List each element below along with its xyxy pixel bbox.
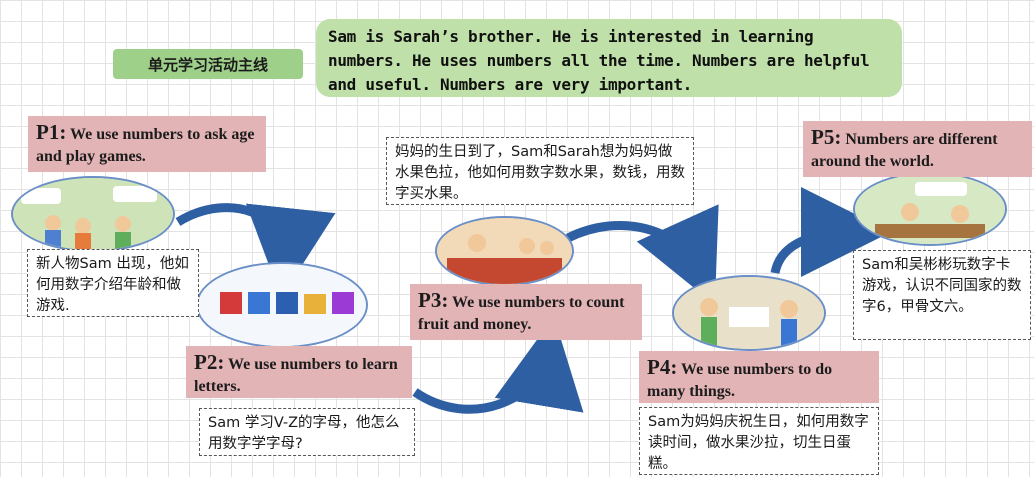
arrow-p1-p2 <box>175 203 336 298</box>
p3-illustration <box>435 216 574 286</box>
arrow-p4-p5 <box>770 187 891 278</box>
step-p3-number: P3: <box>418 288 449 312</box>
arrow-p3-p4 <box>565 204 719 305</box>
p5-illustration <box>853 172 1007 246</box>
unit-activity-label: 单元学习活动主线 <box>113 49 303 79</box>
step-p4-note: Sam为妈妈庆祝生日，如何用数字读时间，做水果沙拉，切生日蛋糕。 <box>639 407 879 475</box>
step-p3-note: 妈妈的生日到了，Sam和Sarah想为妈妈做水果色拉，他如何用数字数水果，数钱，… <box>386 137 694 205</box>
step-p3-title: P3: We use numbers to count fruit and mo… <box>410 284 642 340</box>
step-p4-number: P4: <box>647 355 678 379</box>
step-p2-number: P2: <box>194 350 225 374</box>
step-p1-title: P1: We use numbers to ask age and play g… <box>28 116 266 172</box>
step-p1-text: We use numbers to ask age and play games… <box>36 126 255 165</box>
step-p3-text: We use numbers to count fruit and money. <box>418 294 625 333</box>
step-p1-number: P1: <box>36 120 67 144</box>
step-p4-text: We use numbers to do many things. <box>647 361 833 400</box>
step-p2-title: P2: We use numbers to learn letters. <box>186 346 412 398</box>
step-p1-note: 新人物Sam 出现，他如何用数字介绍年龄和做游戏. <box>27 249 199 317</box>
p4-illustration <box>672 275 826 351</box>
step-p5-number: P5: <box>811 125 842 149</box>
step-p2-note: Sam 学习V-Z的字母，他怎么用数字学字母? <box>199 408 415 456</box>
step-p4-title: P4: We use numbers to do many things. <box>639 351 879 403</box>
unit-summary: Sam is Sarah’s brother. He is interested… <box>316 19 902 97</box>
step-p5-text: Numbers are different around the world. <box>811 131 998 170</box>
arrow-p2-p3 <box>412 316 584 414</box>
p1-illustration <box>11 176 175 252</box>
p2-illustration <box>196 262 368 348</box>
step-p2-text: We use numbers to learn letters. <box>194 356 398 395</box>
step-p5-note: Sam和吴彬彬玩数字卡游戏，认识不同国家的数字6，甲骨文六。 <box>853 250 1031 340</box>
step-p5-title: P5: Numbers are different around the wor… <box>803 121 1032 177</box>
